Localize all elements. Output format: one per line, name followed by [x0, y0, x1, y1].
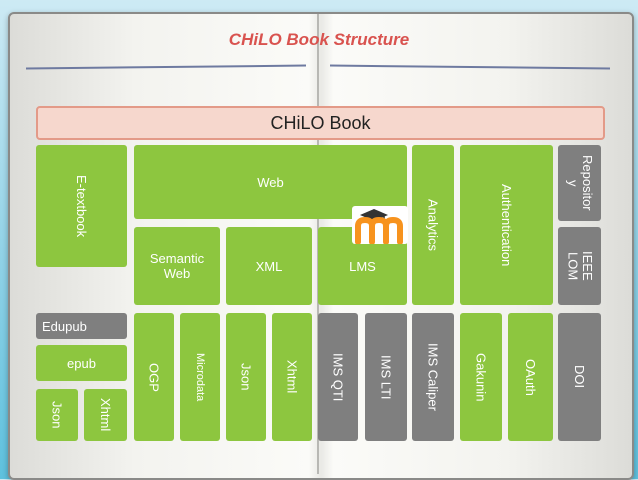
ogp-block: OGP — [134, 313, 174, 441]
authentication-block: Authentication — [460, 145, 553, 305]
etextbook-label: E-textbook — [74, 174, 89, 238]
xhtml-mid-block: Xhtml — [272, 313, 312, 441]
ims-qti-block: IMS QTI — [318, 313, 358, 441]
oauth-block: OAuth — [508, 313, 553, 441]
doi-block: DOI — [558, 313, 601, 441]
doi-label: DOI — [572, 365, 587, 389]
repository-label: Repository — [565, 155, 595, 211]
epub-block: epub — [36, 345, 127, 381]
ims-qti-label: IMS QTI — [330, 352, 346, 402]
json-mid-label: Json — [238, 363, 254, 391]
ieee-lom-block: IEEE LOM — [558, 227, 601, 305]
microdata-block: Microdata — [180, 313, 220, 441]
ieee-lom-label: IEEE LOM — [565, 251, 595, 281]
analytics-block: Analytics — [412, 145, 454, 305]
ims-lti-block: IMS LTI — [365, 313, 407, 441]
authentication-label: Authentication — [499, 183, 514, 267]
json-mid-block: Json — [226, 313, 266, 441]
ims-caliper-label: IMS Caliper — [425, 343, 441, 411]
epub-label: epub — [67, 355, 96, 371]
xhtml-left-block: Xhtml — [84, 389, 127, 441]
semantic-web-block: Semantic Web — [134, 227, 220, 305]
edupub-label: Edupub — [42, 318, 87, 334]
moodle-logo-icon — [352, 206, 408, 245]
microdata-label: Microdata — [194, 352, 206, 402]
json-left-block: Json — [36, 389, 78, 441]
analytics-label: Analytics — [425, 198, 441, 252]
ims-caliper-block: IMS Caliper — [412, 313, 454, 441]
json-left-label: Json — [49, 401, 65, 429]
ogp-label: OGP — [146, 362, 162, 392]
xml-block: XML — [226, 227, 312, 305]
gakunin-label: Gakunin — [473, 352, 489, 402]
semantic-web-label: Semantic Web — [149, 251, 205, 281]
xhtml-left-label: Xhtml — [98, 398, 113, 432]
ims-lti-label: IMS LTI — [378, 354, 394, 400]
page-title: CHiLO Book Structure — [228, 30, 410, 49]
web-label: Web — [257, 174, 284, 190]
lms-label: LMS — [349, 258, 376, 274]
repository-block: Repository — [558, 145, 601, 221]
edupub-block: Edupub — [36, 313, 127, 339]
etextbook-block: E-textbook — [36, 145, 127, 267]
xhtml-mid-label: Xhtml — [284, 360, 300, 394]
xml-label: XML — [255, 258, 283, 274]
gakunin-block: Gakunin — [460, 313, 502, 441]
oauth-label: OAuth — [523, 358, 538, 396]
chilo-book-banner: CHiLO Book — [36, 106, 605, 140]
